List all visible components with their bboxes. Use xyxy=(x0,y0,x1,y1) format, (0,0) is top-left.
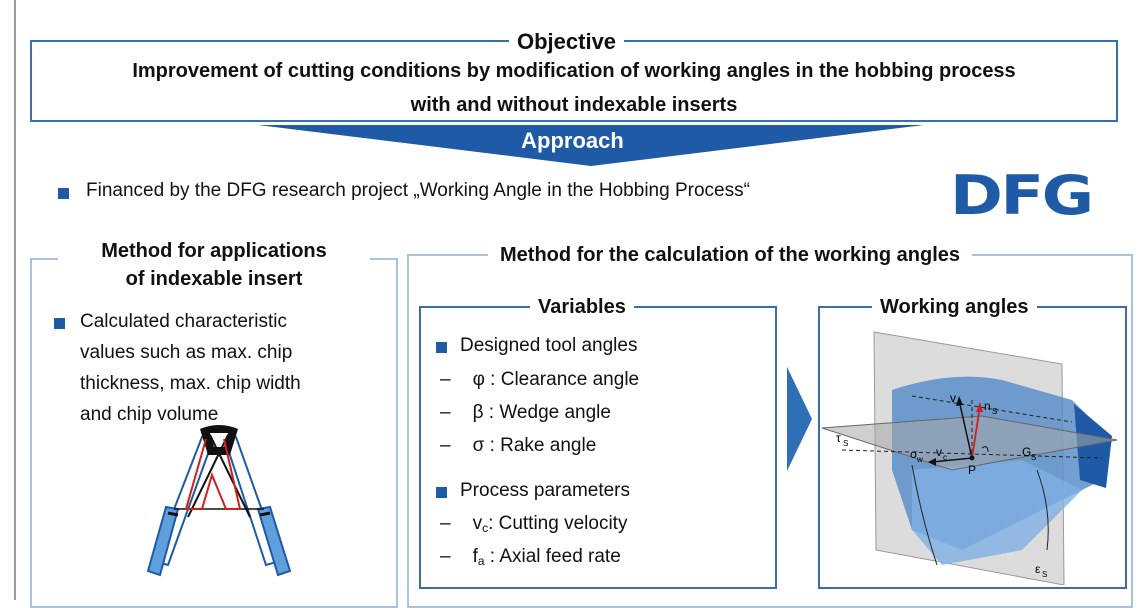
label-eps-sub: S xyxy=(1042,570,1047,579)
wedge-angle-text: : Wedge angle xyxy=(488,402,611,423)
approach-label: Approach xyxy=(521,128,624,153)
designed-label: Designed tool angles xyxy=(460,335,638,356)
symbol-v: v xyxy=(472,513,483,534)
clearance-angle-text: : Clearance angle xyxy=(490,369,640,390)
left-bullet-line-4: and chip volume xyxy=(80,404,219,425)
designed-item-clearance: – φ : Clearance angle xyxy=(440,364,639,395)
label-eps: ε xyxy=(1035,562,1041,576)
left-bullet-line-1: Calculated characteristic xyxy=(80,311,287,332)
label-g-sub: S xyxy=(1031,453,1036,462)
dash: – xyxy=(440,369,451,390)
objective-title: Objective xyxy=(509,30,625,54)
label-sigma: σ xyxy=(910,447,918,461)
left-bullet-line-3: thickness, max. chip width xyxy=(80,373,301,394)
left-panel-title-2: of indexable insert xyxy=(125,268,303,290)
cutting-velocity-text: : Cutting velocity xyxy=(488,513,628,534)
process-item-feed: – fa : Axial feed rate xyxy=(440,541,621,577)
approach-arrow xyxy=(258,125,924,166)
page-edge xyxy=(14,0,16,600)
financed-text: Financed by the DFG research project „Wo… xyxy=(86,180,750,201)
label-n: n xyxy=(984,399,991,413)
label-vc-sub: c xyxy=(943,453,947,462)
chevron-arrow-icon xyxy=(787,367,812,471)
symbol-beta: β xyxy=(472,402,484,423)
process-label: Process parameters xyxy=(460,480,631,501)
financed-bullet xyxy=(58,188,69,199)
axial-feed-text: : Axial feed rate xyxy=(484,546,621,567)
label-n-sub: S xyxy=(992,407,997,416)
symbol-v-sub: c xyxy=(482,521,489,535)
symbol-f-sub: a xyxy=(477,554,485,568)
variables-title: Variables xyxy=(530,296,634,318)
symbol-phi: φ xyxy=(472,369,485,390)
symbol-f: f xyxy=(472,546,478,567)
working-angles-title: Working angles xyxy=(872,296,1037,318)
process-bullet xyxy=(436,487,447,498)
label-g: G xyxy=(1022,445,1031,459)
label-sigma-sub: w xyxy=(916,455,923,464)
left-panel-title-bg xyxy=(58,240,370,298)
dash: – xyxy=(440,513,451,534)
left-panel-title-1: Method for applications xyxy=(101,240,327,262)
dash: – xyxy=(440,546,451,567)
objective-line-1: Improvement of cutting conditions by mod… xyxy=(132,60,1016,82)
dash: – xyxy=(440,402,451,423)
objective-line-2: with and without indexable inserts xyxy=(410,94,738,116)
dash: – xyxy=(440,435,451,456)
right-panel-title: Method for the calculation of the workin… xyxy=(488,243,973,267)
symbol-sigma: σ xyxy=(472,435,485,456)
label-vc: v xyxy=(936,445,942,459)
working-angles-diagram: v n S τ S σ w v c P G S ε S xyxy=(822,331,1118,585)
designed-bullet xyxy=(436,342,447,353)
label-v: v xyxy=(950,391,956,405)
rake-angle-text: : Rake angle xyxy=(489,435,597,456)
label-p: P xyxy=(968,463,976,477)
left-bullet-line-2: values such as max. chip xyxy=(80,342,293,363)
designed-item-rake: – σ : Rake angle xyxy=(440,430,596,461)
label-tau-sub: S xyxy=(843,439,848,448)
process-item-velocity: – vc: Cutting velocity xyxy=(440,508,627,544)
left-bullet xyxy=(54,318,65,329)
dfg-logo: DFG xyxy=(950,164,1094,227)
designed-item-wedge: – β : Wedge angle xyxy=(440,397,611,428)
hob-insert-illustration xyxy=(146,425,292,577)
label-tau: τ xyxy=(836,431,841,445)
